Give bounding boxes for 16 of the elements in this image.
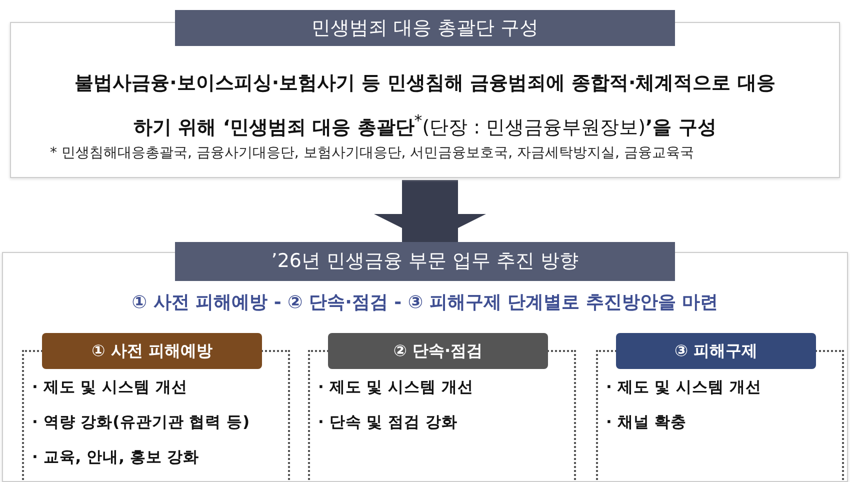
list-item: · 교육, 안내, 홍보 강화 (32, 447, 200, 468)
category-header: ② 단속·점검 (328, 333, 548, 369)
list-item: · 제도 및 시스템 개선 (318, 377, 474, 398)
list-item: · 제도 및 시스템 개선 (32, 377, 188, 398)
down-arrow (374, 180, 486, 242)
summary-text: 불법사금융·보이스피싱·보험사기 등 민생침해 금융범죄에 종합적·체계적으로 대응하기 위해 ‘민생범죄 대응 총괄단$^{*}$(단장 : 민생금융부원장보)’을 구성 (74, 71, 776, 140)
subheading-text: ① 사전 피해예방 - ② 단속·점검 - ③ 피해구제 단계별로 추진방안을 마련 (130, 291, 720, 314)
section-heading-bar: ’26년 민생금융 부문 업무 추진 방향 (175, 242, 675, 281)
list-item: · 단속 및 점검 강화 (318, 412, 458, 433)
section-heading-bar: 민생범죄 대응 총괄단 구성 (175, 10, 675, 46)
footnote-text: * 민생침해대응총괄국, 금융사기대응단, 보험사기대응단, 서민금융보호국, 자금세탁방지실, 금융교육국 (50, 144, 695, 162)
list-item: · 제도 및 시스템 개선 (606, 377, 762, 398)
category-header: ③ 피해구제 (616, 333, 816, 369)
list-item: · 채널 확충 (606, 412, 687, 433)
category-header: ① 사전 피해예방 (42, 333, 262, 369)
list-item: · 역량 강화(유관기관 협력 등) (32, 412, 250, 433)
